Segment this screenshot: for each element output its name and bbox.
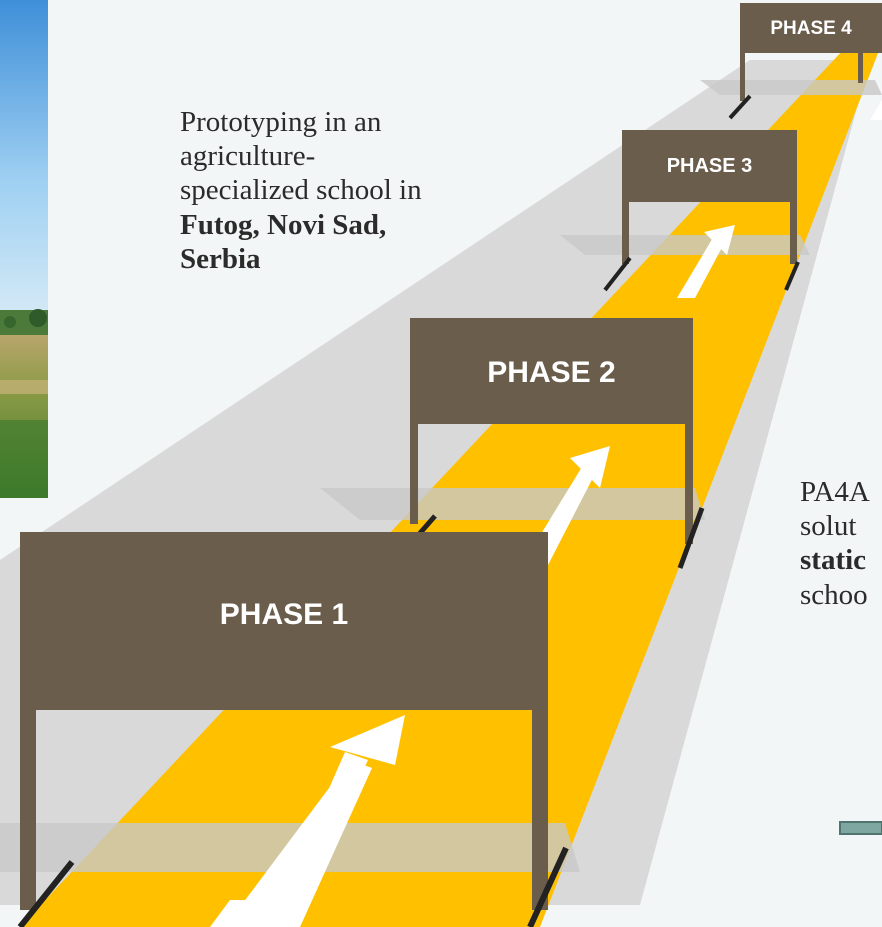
phase-3-label: PHASE 3: [666, 155, 753, 177]
sign-shadow-3: [560, 235, 810, 255]
phase-3-sign-board: [622, 130, 797, 202]
arrow-1: [210, 715, 405, 927]
phase-2-post-right: [685, 424, 693, 544]
phase-2-label: PHASE 2: [487, 356, 616, 389]
right-text-line-2: solut: [800, 510, 857, 543]
phase-1-sign-board: [20, 532, 548, 710]
phase-3-post-right: [790, 202, 797, 264]
left-text-line-1: Prototyping in an: [180, 106, 382, 138]
left-text-line-3: specialized school in: [180, 174, 422, 207]
phase-4-post-right: [858, 53, 863, 83]
phase-4-post-left: [740, 53, 745, 101]
phase-1-post-right: [532, 710, 548, 910]
small-box: [839, 821, 882, 835]
arrow-3: [677, 225, 735, 298]
field-photo: [0, 0, 48, 498]
left-text-line-2: agriculture-: [180, 140, 316, 173]
right-text-line-1: PA4A: [800, 476, 870, 508]
phase-2-sign-board: [410, 318, 693, 424]
pa4a-description: PA4A solut static schoo: [800, 475, 882, 612]
right-text-line-3: static: [800, 544, 867, 577]
sign-shadow-2: [320, 488, 705, 520]
phase-4-sign-board: [740, 3, 882, 53]
phase-2-post-left: [410, 424, 418, 524]
right-text-line-4: schoo: [800, 578, 868, 611]
left-text-line-5: Serbia: [180, 242, 261, 275]
phase-1-post-left: [20, 710, 36, 910]
phase-3-post-left: [622, 202, 629, 264]
left-text-line-4: Futog, Novi Sad,: [180, 208, 387, 241]
prototyping-description: Prototyping in an agriculture- specializ…: [180, 105, 510, 276]
phase-4-label: PHASE 4: [770, 18, 852, 39]
sign-shadow-4: [700, 80, 882, 95]
arrow-4: [870, 100, 882, 120]
phase-1-label: PHASE 1: [219, 598, 349, 631]
